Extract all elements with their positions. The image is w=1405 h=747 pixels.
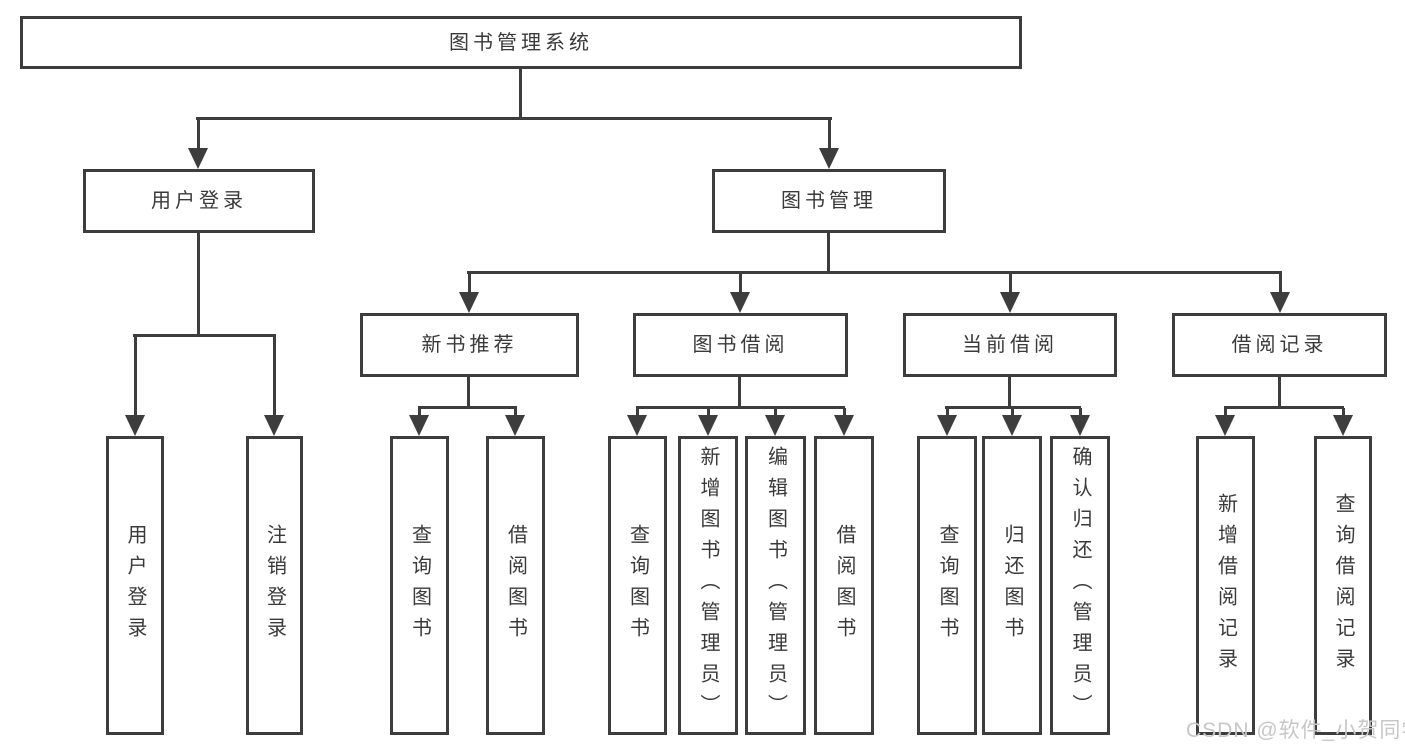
leaf-borrow-books-1: 借阅图书 <box>486 436 545 735</box>
connector-arrow-stem <box>1278 273 1282 294</box>
leaf-edit-book-admin: 编辑图书（管理员） <box>745 436 806 735</box>
arrow-down-icon <box>1215 415 1235 436</box>
arrow-down-icon <box>505 415 525 436</box>
leaf-add-book-admin: 新增图书（管理员） <box>678 436 738 735</box>
leaf-add-borrow-record: 新增借阅记录 <box>1196 436 1255 735</box>
connector-line <box>467 377 470 408</box>
node-label: 新增图书（管理员） <box>697 446 719 725</box>
arrow-down-icon <box>819 148 839 169</box>
arrow-down-icon <box>125 415 145 436</box>
connector-line <box>1224 406 1344 409</box>
node-root: 图书管理系统 <box>20 16 1022 69</box>
arrow-down-icon <box>1000 292 1020 313</box>
arrow-down-icon <box>765 415 785 436</box>
node-label: 归还图书 <box>1001 523 1023 648</box>
arrow-down-icon <box>409 415 429 436</box>
connector-line <box>1008 377 1011 408</box>
connector-line <box>418 406 517 409</box>
leaf-return-book: 归还图书 <box>982 436 1042 735</box>
connector-arrow-stem <box>133 336 137 417</box>
connector-arrow-stem <box>1078 408 1082 417</box>
arrow-down-icon <box>1333 415 1353 436</box>
node-label: 查询图书 <box>408 523 431 648</box>
leaf-borrow-books-2: 借阅图书 <box>814 436 874 735</box>
leaf-query-books-3: 查询图书 <box>917 436 977 735</box>
node-label: 确认归还（管理员） <box>1069 446 1091 725</box>
arrow-down-icon <box>459 292 479 313</box>
connector-line <box>196 117 832 120</box>
connector-arrow-stem <box>513 408 517 417</box>
node-label: 借阅图书 <box>833 523 855 648</box>
connector-arrow-stem <box>1008 273 1012 294</box>
connector-line <box>1278 377 1281 408</box>
node-label: 用户登录 <box>124 523 146 648</box>
connector-arrow-stem <box>196 119 200 150</box>
node-label: 新书推荐 <box>421 334 518 356</box>
leaf-query-borrow-record: 查询借阅记录 <box>1314 436 1372 735</box>
connector-arrow-stem <box>1010 408 1014 417</box>
node-label: 图书借阅 <box>692 334 789 356</box>
connector-line <box>945 406 1081 409</box>
node-label: 借阅记录 <box>1231 334 1328 356</box>
connector-arrow-stem <box>1223 408 1227 417</box>
leaf-user-login: 用户登录 <box>106 436 164 735</box>
arrow-down-icon <box>188 148 208 169</box>
arrow-down-icon <box>937 415 957 436</box>
node-new-book-recommend: 新书推荐 <box>360 313 579 377</box>
connector-line <box>133 334 276 337</box>
arrow-down-icon <box>1270 292 1290 313</box>
node-current-borrowing: 当前借阅 <box>903 313 1117 377</box>
leaf-logout: 注销登录 <box>246 436 303 735</box>
node-borrowing-records: 借阅记录 <box>1172 313 1387 377</box>
connector-line <box>519 69 522 119</box>
connector-line <box>827 233 830 273</box>
node-label: 查询图书 <box>626 523 649 648</box>
connector-arrow-stem <box>272 336 276 417</box>
connector-line <box>467 271 1282 274</box>
arrow-down-icon <box>834 415 854 436</box>
connector-arrow-stem <box>773 408 777 417</box>
leaf-query-books-2: 查询图书 <box>608 436 667 735</box>
node-label: 用户登录 <box>151 190 247 212</box>
node-book-management: 图书管理 <box>712 169 946 233</box>
connector-arrow-stem <box>706 408 710 417</box>
node-label: 编辑图书（管理员） <box>764 446 787 725</box>
node-label: 查询图书 <box>936 523 958 648</box>
arrow-down-icon <box>264 415 284 436</box>
node-label: 图书管理 <box>781 190 877 212</box>
connector-arrow-stem <box>635 408 639 417</box>
arrow-down-icon <box>1070 415 1090 436</box>
node-label: 新增借阅记录 <box>1214 492 1237 679</box>
node-label: 图书管理系统 <box>449 31 593 54</box>
connector-arrow-stem <box>945 408 949 417</box>
connector-arrow-stem <box>467 273 471 294</box>
connector-arrow-stem <box>738 273 742 294</box>
node-book-borrowing: 图书借阅 <box>633 313 848 377</box>
connector-arrow-stem <box>842 408 846 417</box>
arrow-down-icon <box>730 292 750 313</box>
arrow-down-icon <box>1002 415 1022 436</box>
leaf-confirm-return-admin: 确认归还（管理员） <box>1050 436 1110 735</box>
connector-arrow-stem <box>827 119 831 150</box>
watermark: CSDN @软件_小贺同学 <box>1186 719 1405 742</box>
node-label: 借阅图书 <box>504 523 527 648</box>
arrow-down-icon <box>698 415 718 436</box>
node-label: 查询借阅记录 <box>1332 492 1354 679</box>
connector-arrow-stem <box>1341 408 1345 417</box>
connector-line <box>197 233 200 336</box>
connector-arrow-stem <box>417 408 421 417</box>
node-label: 注销登录 <box>263 523 286 648</box>
leaf-query-books-1: 查询图书 <box>390 436 449 735</box>
connector-line <box>636 406 845 409</box>
node-user-login: 用户登录 <box>83 169 315 233</box>
arrow-down-icon <box>627 415 647 436</box>
connector-line <box>738 377 741 408</box>
node-label: 当前借阅 <box>962 334 1058 356</box>
